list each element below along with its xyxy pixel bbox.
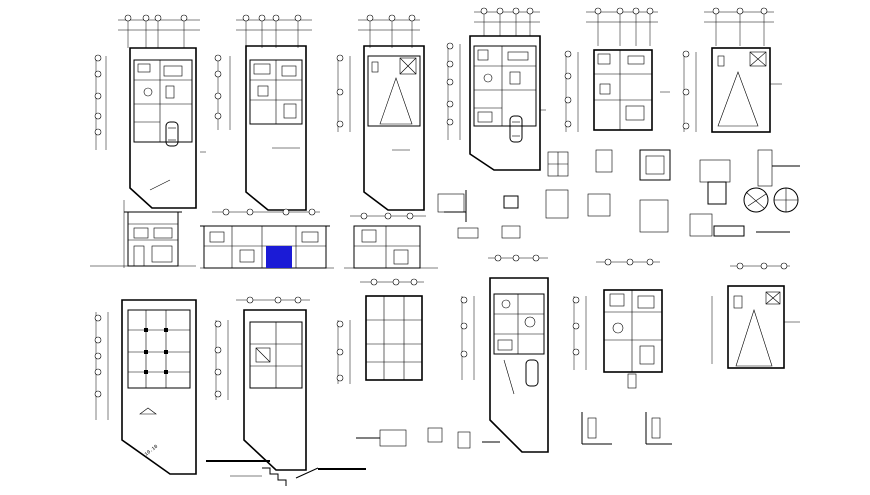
furnished-plan [460, 254, 549, 453]
longitudinal-section [200, 208, 334, 269]
floor-plan-3 [446, 7, 546, 171]
roof-plan-3 [711, 262, 800, 369]
stair-section-detail [206, 460, 366, 486]
roof-plan-1 [336, 14, 425, 211]
roof-plan-2 [682, 7, 782, 133]
structural-plan-2 [336, 278, 424, 384]
front-elevation [90, 200, 196, 268]
wall-details [356, 412, 672, 449]
construction-details [437, 149, 800, 239]
lot-dimension-label: 10.10 [144, 444, 160, 458]
structural-plan-1 [214, 296, 310, 471]
floor-plan-1 [94, 14, 206, 209]
floor-plan-2 [214, 14, 312, 211]
cross-section [344, 212, 438, 269]
furnished-upper-plan [572, 258, 663, 389]
foundation-plan: 10.10 [94, 299, 197, 475]
floor-plan-4 [564, 7, 670, 132]
